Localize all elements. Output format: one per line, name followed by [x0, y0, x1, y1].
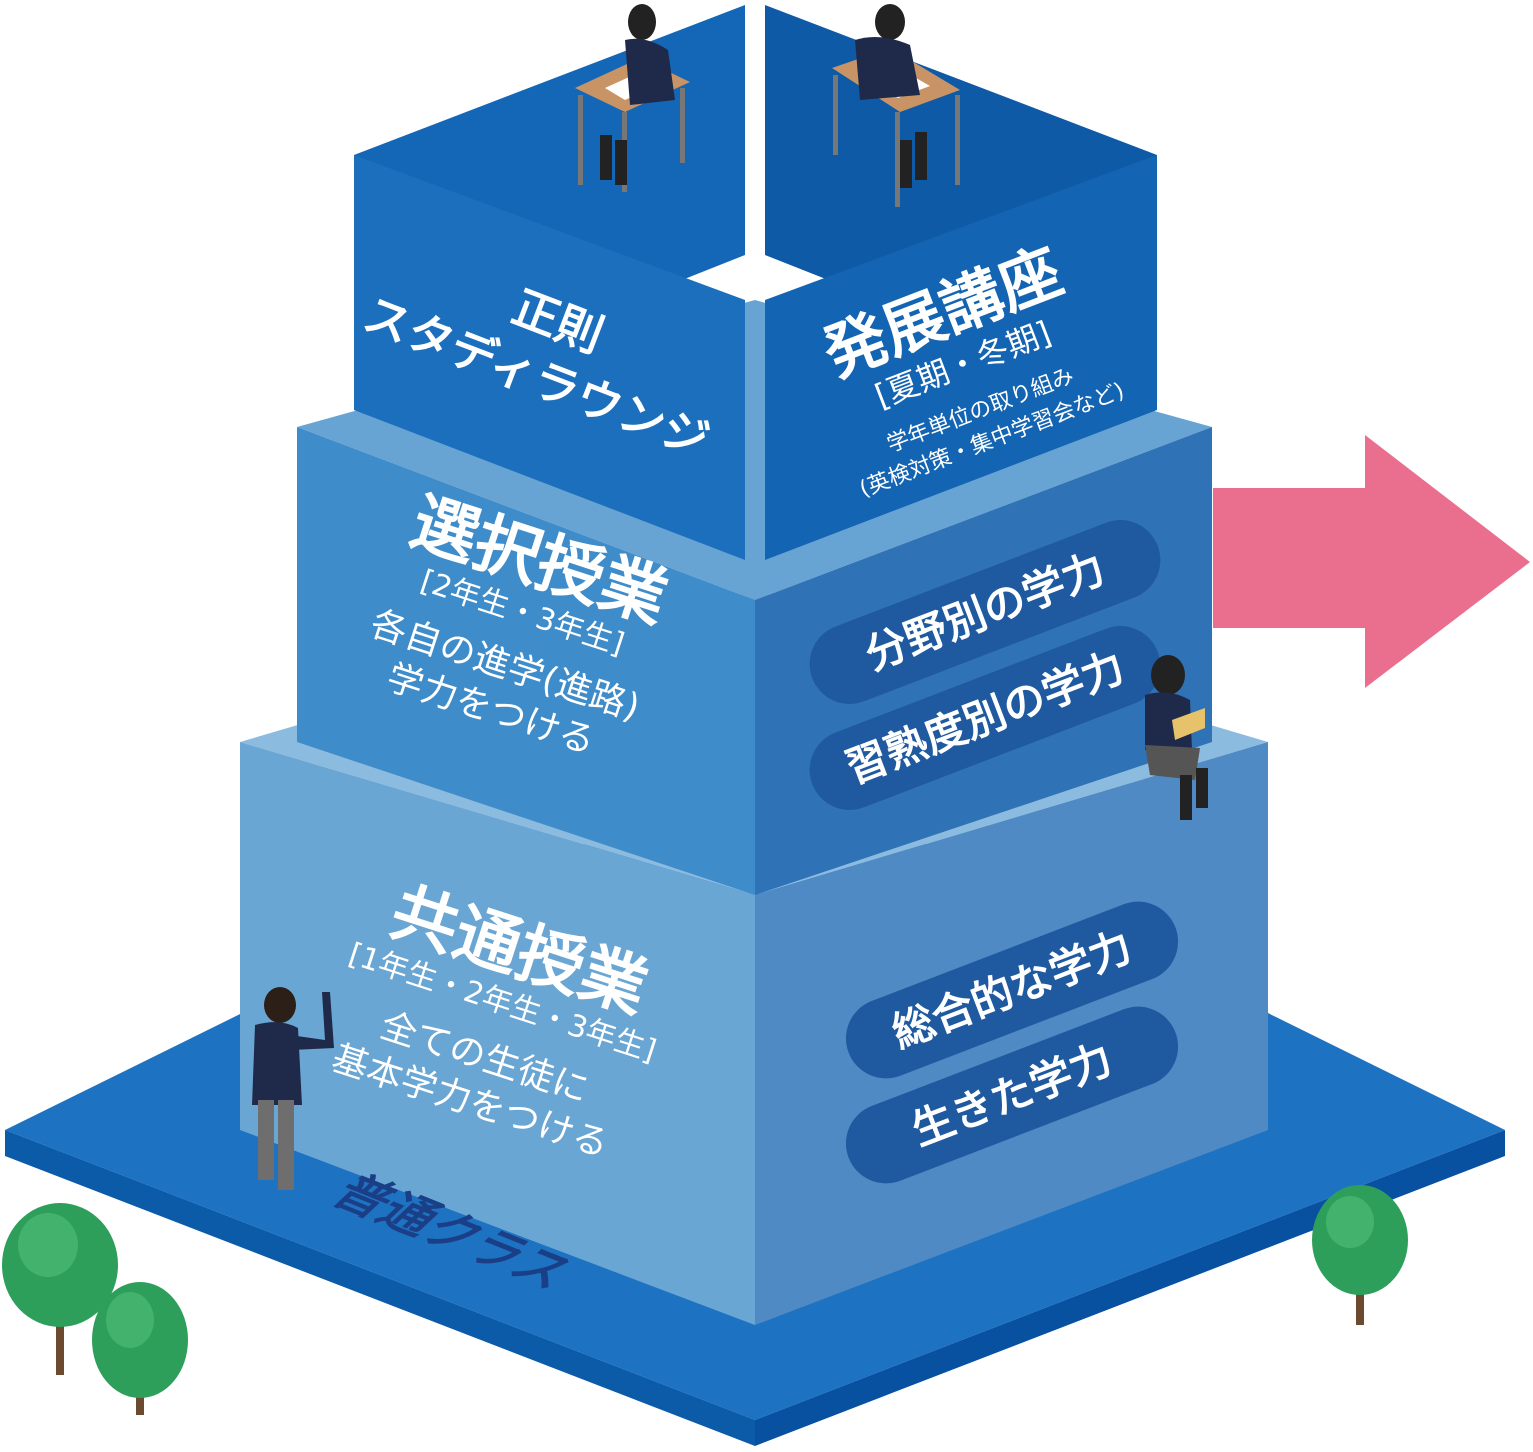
student-body — [625, 38, 675, 105]
tier3-block — [354, 5, 1157, 560]
tree-left-1 — [2, 1203, 118, 1375]
tier1-front — [240, 742, 755, 1325]
right-arrow — [1213, 435, 1530, 688]
base-front-right — [755, 1130, 1505, 1446]
tree-left-2 — [92, 1282, 188, 1415]
desk-leg — [895, 112, 900, 207]
tree-trunk — [1356, 1270, 1364, 1325]
student-skirt — [1145, 745, 1200, 780]
tier1-pill-1-bg — [845, 901, 1179, 1079]
student-body — [855, 36, 920, 100]
student-desk-left — [575, 4, 690, 192]
tree-crown-highlight — [106, 1292, 154, 1348]
tree-trunk — [56, 1300, 64, 1375]
student-legs — [615, 140, 627, 185]
desk-leg — [578, 95, 583, 185]
student-reading — [1145, 655, 1208, 820]
student-legs — [600, 135, 612, 180]
student-head — [875, 4, 905, 40]
tier2-front — [297, 427, 755, 895]
student-head — [628, 4, 656, 40]
tier3-right-panel — [765, 155, 1157, 560]
teacher-arm — [290, 992, 334, 1050]
teacher-legs — [258, 1100, 274, 1180]
teacher-body — [252, 1022, 302, 1105]
tree-right — [1312, 1185, 1408, 1325]
tier2-pill-1-bg — [809, 520, 1161, 704]
book — [1172, 708, 1205, 740]
tier3-left-panel — [354, 155, 745, 560]
desk-leg — [833, 75, 838, 155]
student-legs — [1196, 768, 1208, 808]
teacher-legs — [278, 1100, 294, 1190]
teacher-head — [264, 987, 296, 1023]
student-desk-right — [832, 4, 960, 207]
desk-leg — [955, 95, 960, 185]
teacher-pointing — [252, 987, 334, 1190]
student-head — [1151, 655, 1185, 695]
student-legs — [1180, 775, 1192, 820]
tree-crown-highlight — [1326, 1196, 1374, 1248]
base-front-left — [5, 1130, 755, 1446]
student-legs — [900, 140, 912, 188]
student-legs — [915, 132, 927, 180]
tier2-pill-2-bg — [809, 626, 1161, 810]
desk-leg — [680, 88, 685, 163]
tree-crown-highlight — [18, 1213, 78, 1277]
tier1-pill-2-bg — [845, 1006, 1179, 1184]
